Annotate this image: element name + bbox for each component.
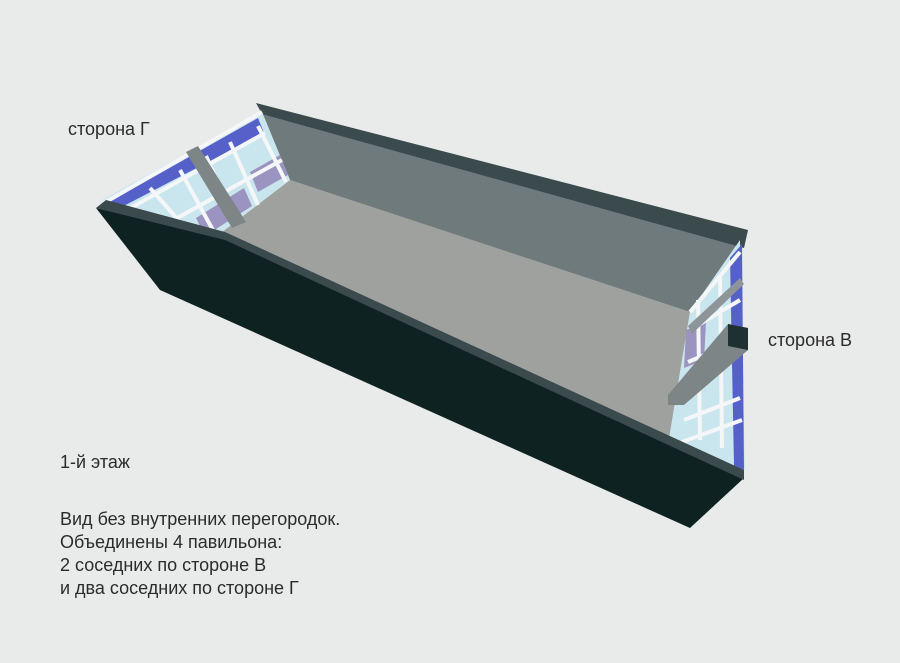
description-line: Вид без внутренних перегородок. <box>60 509 341 529</box>
description-line: Объединены 4 павильона: <box>60 532 283 552</box>
floor-surface <box>222 180 690 445</box>
description-block: Вид без внутренних перегородок. Объедине… <box>60 508 340 600</box>
back-wall <box>262 112 740 312</box>
side-g-label: сторона Г <box>68 119 150 139</box>
description-line: и два соседних по стороне Г <box>60 578 299 598</box>
right-beam-upper <box>688 278 744 334</box>
floor-label: 1-й этаж <box>60 452 130 472</box>
side-v-label: сторона В <box>768 330 853 350</box>
description-line: 2 соседних по стороне В <box>60 555 267 575</box>
back-wall-top-edge <box>256 103 748 248</box>
front-wall <box>96 208 744 528</box>
left-beam <box>186 146 246 228</box>
